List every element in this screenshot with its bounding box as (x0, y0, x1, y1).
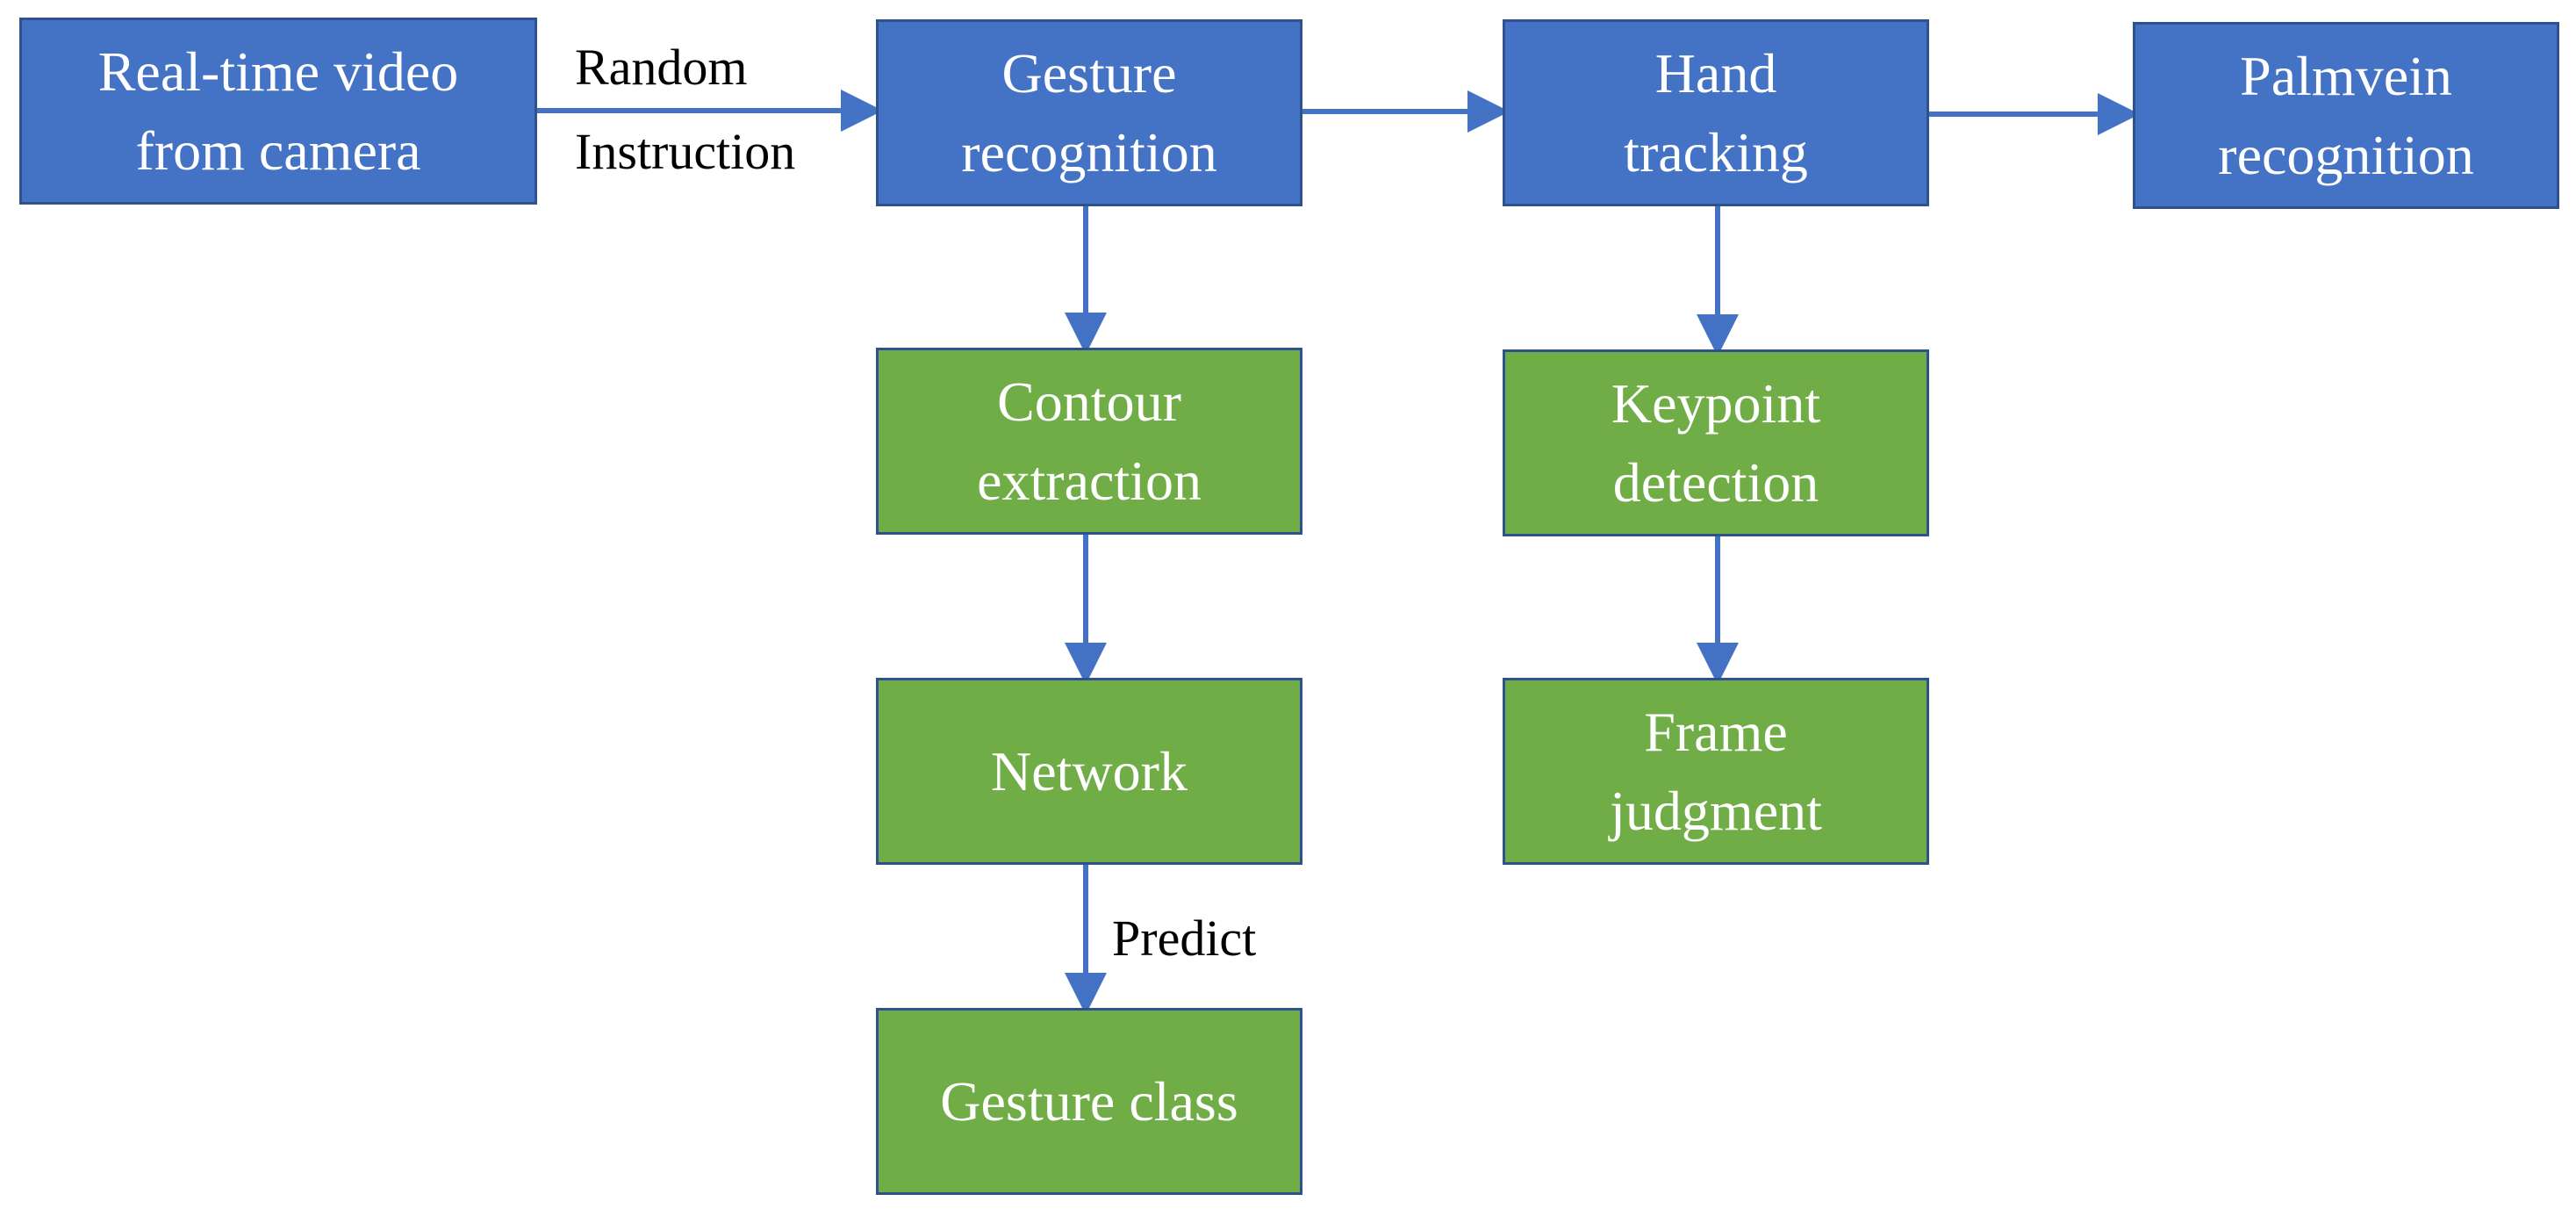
node-network: Network (876, 678, 1302, 865)
node-text-line: recognition (2218, 123, 2474, 186)
node-frame-judgment: Frame judgment (1503, 678, 1929, 865)
node-text-line: Hand (1654, 41, 1777, 104)
edge-label-predict: Predict (1112, 910, 1257, 967)
node-text-line: judgment (1610, 779, 1822, 842)
node-text-line: Palmvein (2240, 44, 2452, 107)
node-hand-tracking: Hand tracking (1503, 19, 1929, 206)
node-palmvein-recognition: Palmvein recognition (2133, 22, 2559, 209)
node-gesture-recognition: Gesture recognition (876, 19, 1302, 206)
node-contour-extraction: Contour extraction (876, 348, 1302, 535)
node-text-line: Frame (1644, 700, 1788, 763)
edge-label-random: Random (575, 39, 748, 96)
node-text-line: Network (991, 739, 1188, 802)
node-text-line: Contour (997, 370, 1181, 433)
node-text-line: from camera (135, 119, 421, 182)
node-gesture-class: Gesture class (876, 1008, 1302, 1195)
node-keypoint-detection: Keypoint detection (1503, 349, 1929, 536)
node-text-line: extraction (977, 449, 1202, 512)
node-text-line: detection (1612, 450, 1819, 514)
node-text-line: Keypoint (1611, 371, 1821, 435)
node-text-line: Real-time video (97, 40, 459, 103)
node-text-line: tracking (1624, 120, 1808, 183)
node-text-line: recognition (961, 120, 1217, 183)
node-text-line: Gesture class (940, 1069, 1238, 1133)
node-realtime-video: Real-time video from camera (19, 18, 537, 205)
node-text-line: Gesture (1001, 41, 1177, 104)
edge-label-instruction: Instruction (575, 123, 796, 180)
